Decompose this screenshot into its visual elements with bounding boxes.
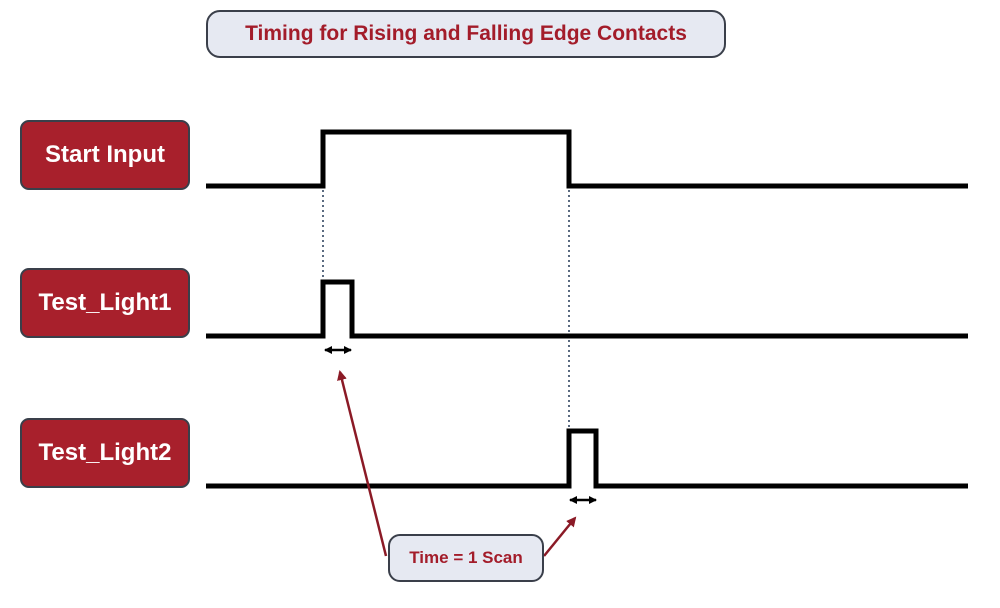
signal-label-test-light1: Test_Light1 xyxy=(20,268,190,338)
test-light2-waveform xyxy=(206,428,968,489)
annotation-pointer-light1 xyxy=(337,370,388,557)
annotation-pointer-light2 xyxy=(543,516,577,557)
diagram-title: Timing for Rising and Falling Edge Conta… xyxy=(206,10,726,58)
test-light1-waveform xyxy=(206,279,968,339)
scan-time-annotation: Time = 1 Scan xyxy=(388,534,544,582)
start-input-waveform xyxy=(206,129,968,189)
signal-label-test-light2: Test_Light2 xyxy=(20,418,190,488)
signal-label-start-input: Start Input xyxy=(20,120,190,190)
